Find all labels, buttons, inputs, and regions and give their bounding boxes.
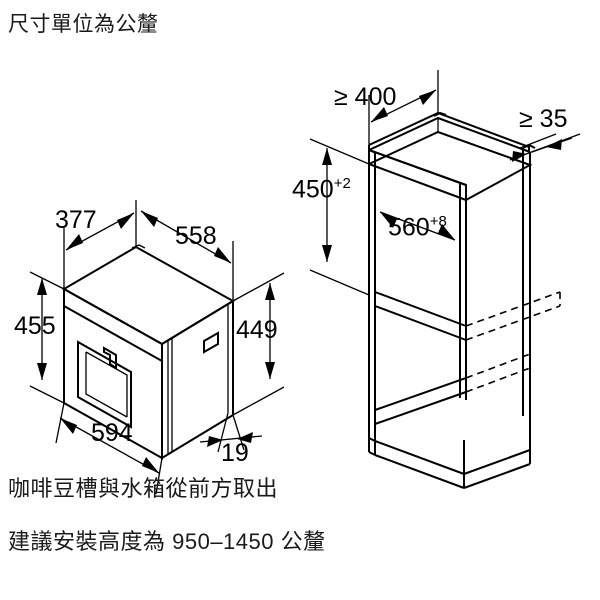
ext-594-a — [55, 402, 65, 444]
arrow-450-bot — [322, 245, 332, 262]
appliance-front-niche-outer — [77, 340, 132, 429]
dimension-label-width-594: 594 — [91, 419, 133, 447]
arrow-594-right — [142, 457, 159, 473]
appliance-top-face — [61, 245, 235, 346]
ext-450-bot — [309, 269, 370, 296]
dimension-label-depth-377: 377 — [55, 206, 97, 234]
dimension-377 — [63, 200, 137, 289]
coffee-spout — [103, 346, 117, 370]
dimension-label-niche-height-450: 450+2 — [292, 176, 351, 202]
plinth-right-top — [463, 449, 531, 475]
ext-455-top — [29, 271, 65, 290]
cabinet-drawing — [309, 70, 581, 489]
hidden-bottom-line-2 — [465, 353, 531, 379]
niche-height-tolerance: +2 — [333, 175, 351, 192]
arrow-455-top — [37, 278, 47, 295]
dimension-label-height-455: 455 — [14, 312, 56, 340]
arrow-19-left — [207, 436, 223, 447]
arrow-449-top — [265, 283, 275, 300]
arrow-377-left — [66, 234, 83, 250]
arrow-560-left — [380, 212, 397, 228]
hidden-shelf-line-upper — [465, 291, 561, 327]
dimline-560 — [379, 211, 456, 241]
arrow-560-right — [438, 224, 455, 240]
ext-19-b — [232, 414, 245, 451]
cabinet-top-notch-left — [433, 111, 447, 117]
note-removable-parts: 咖啡豆槽與水箱從前方取出 — [8, 476, 279, 501]
hidden-bottom-line — [465, 367, 531, 393]
dimension-min-35 — [509, 133, 581, 162]
cabinet-bottom-inner-2 — [374, 391, 467, 425]
dimension-min-400 — [368, 70, 439, 145]
dimension-455 — [29, 271, 65, 404]
cabinet-top-rear-edge-2 — [368, 116, 531, 153]
dimension-label-height-449: 449 — [236, 316, 278, 344]
arrow-594-left — [60, 418, 77, 434]
ext-19-a — [217, 412, 229, 453]
cabinet-shelf-front-upper — [374, 291, 467, 327]
niche-width-tolerance: +8 — [429, 213, 447, 230]
appliance-front-niche-inner-2 — [85, 351, 128, 417]
appliance-top-corner — [131, 244, 146, 249]
arrow-400-right — [419, 90, 436, 105]
dimension-558 — [140, 210, 234, 301]
dimension-label-depth-min-400: ≥ 400 — [334, 83, 397, 111]
arrow-35-right — [546, 139, 562, 150]
ext-450-top — [309, 138, 370, 165]
plinth-right-bottom — [463, 463, 531, 489]
plinth-front-bottom — [374, 454, 465, 489]
dimension-label-width-558: 558 — [175, 222, 217, 250]
ext-455-bot — [29, 385, 65, 404]
cabinet-left-panel-top — [368, 149, 376, 154]
cabinet-top-rear-edge — [368, 111, 530, 151]
arrow-455-bot — [37, 363, 47, 380]
niche-height-value: 450 — [292, 175, 334, 204]
arrow-19-right — [237, 432, 253, 443]
ext-449-bot — [232, 386, 285, 416]
arrow-558-left — [141, 211, 158, 227]
dimension-label-gap-min-35: ≥ 35 — [519, 105, 568, 133]
appliance-drawing — [29, 200, 285, 495]
ext-449-top — [232, 272, 285, 302]
dimension-560 — [379, 211, 456, 241]
dimension-label-protrusion-19: 19 — [221, 439, 249, 467]
arrow-450-top — [322, 148, 332, 165]
cabinet-top-front-rail-edge — [368, 149, 467, 186]
cabinet-bottom-inner — [374, 377, 467, 411]
hidden-shelf-line-lower — [465, 305, 561, 341]
plinth-front-top — [374, 440, 465, 475]
dimension-label-niche-width-560: 560+8 — [388, 214, 447, 240]
dimline-594 — [59, 417, 160, 474]
ext-594-b — [155, 457, 163, 495]
arrow-35-left — [512, 151, 527, 162]
note-installation-height: 建議安裝高度為 950–1450 公釐 — [8, 529, 326, 554]
arrow-400-left — [371, 107, 388, 122]
dimension-594 — [55, 402, 163, 495]
arrow-558-right — [214, 247, 231, 263]
arrow-377-right — [117, 213, 134, 229]
cabinet-niche-ceiling — [368, 130, 533, 201]
appliance-front-niche-inner — [85, 352, 128, 418]
arrow-449-bot — [265, 362, 275, 379]
dimension-450 — [309, 138, 370, 296]
ext-35-a — [519, 133, 557, 149]
page-title: 尺寸單位為公釐 — [8, 13, 159, 36]
niche-width-value: 560 — [388, 213, 430, 242]
appliance-handle — [203, 331, 219, 354]
appliance-control-strip-line — [63, 305, 163, 362]
dimension-449 — [232, 272, 285, 416]
cabinet-shelf-front-lower — [374, 305, 467, 341]
dimension-19 — [199, 412, 263, 453]
